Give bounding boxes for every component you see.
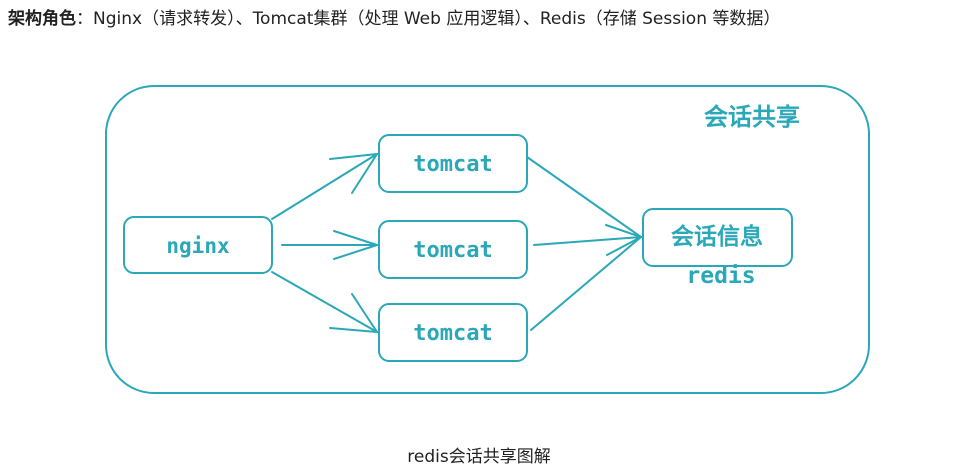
tomcat-2-label: tomcat — [413, 238, 492, 263]
arrow-nginx-to-tomcat-2 — [281, 230, 378, 260]
tomcat-node-2 — [378, 220, 528, 279]
tomcat-3-label: tomcat — [413, 321, 492, 346]
arrow-tomcat-2-to-session-info — [533, 236, 642, 246]
session-sharing-group-boundary — [105, 85, 870, 394]
arrow-tomcat-1-to-session-info — [526, 156, 642, 238]
redis-label: redis — [686, 263, 755, 289]
tomcat-node-1 — [378, 134, 528, 193]
label-separator: ： — [76, 9, 93, 29]
nginx-node — [123, 216, 273, 274]
arrow-nginx-to-tomcat-1 — [271, 153, 378, 220]
architecture-roles-label: 架构角色 — [8, 9, 76, 29]
nginx-label: nginx — [166, 234, 230, 258]
arrow-tomcat-3-to-session-info — [530, 236, 642, 331]
diagram-caption: redis会话共享图解 — [407, 447, 551, 467]
session-info-label: 会话信息 — [671, 223, 763, 250]
group-label: 会话共享 — [704, 103, 800, 131]
architecture-roles-line: 架构角色：Nginx（请求转发）、Tomcat集群（处理 Web 应用逻辑）、R… — [8, 6, 954, 32]
tomcat-1-label: tomcat — [413, 152, 492, 177]
architecture-roles-text: Nginx（请求转发）、Tomcat集群（处理 Web 应用逻辑）、Redis（… — [93, 9, 781, 29]
arrow-nginx-to-tomcat-3 — [271, 271, 378, 333]
session-info-node — [642, 208, 793, 267]
tomcat-node-3 — [378, 303, 528, 362]
session-info-arrowhead — [605, 224, 642, 256]
